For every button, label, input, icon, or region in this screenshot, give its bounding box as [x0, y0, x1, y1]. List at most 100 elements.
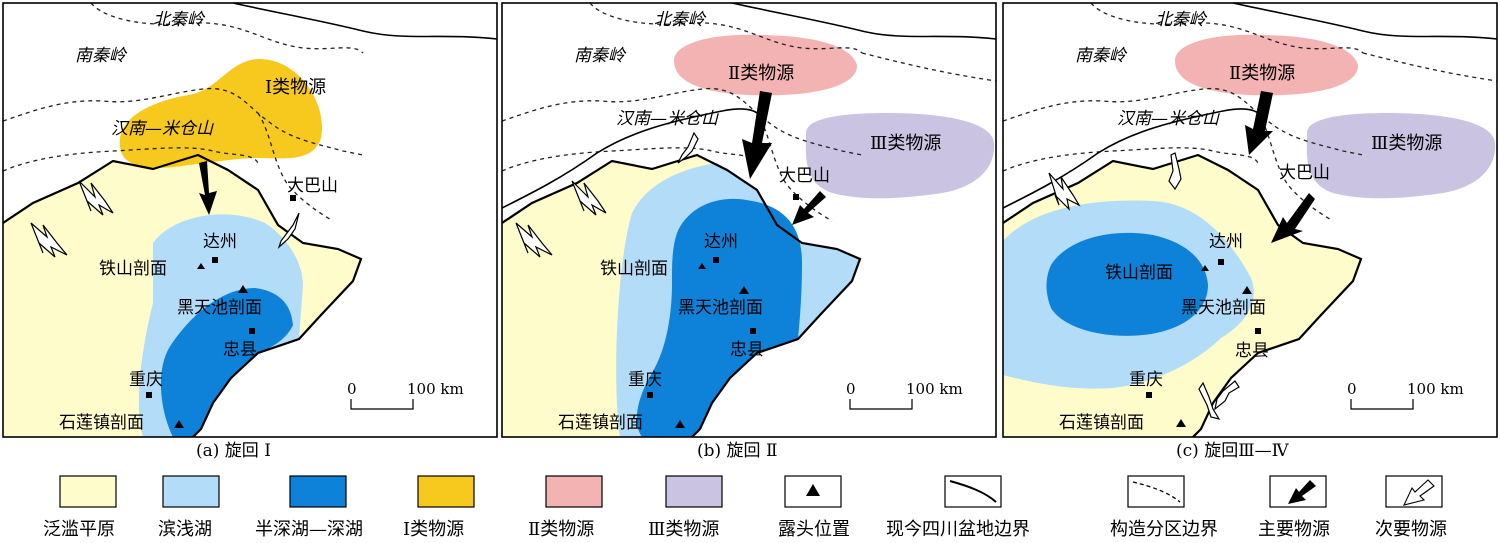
caption-c: (c) 旋回Ⅲ—Ⅳ	[1176, 441, 1290, 461]
shilianzhen-label: 石莲镇剖面	[558, 413, 643, 433]
tieshan-label: 铁山剖面	[600, 259, 668, 279]
scale-end: 100 km	[407, 380, 464, 398]
north-basin-line	[1003, 108, 1266, 209]
outcrop-triangle-icon	[174, 420, 184, 428]
zhongxian-marker	[249, 328, 255, 334]
source-2-swatch	[545, 475, 603, 508]
dabashan-label: 大巴山	[287, 176, 338, 196]
hannan-label: 汉南—米仓山	[111, 119, 214, 139]
tieshan-label: 铁山剖面	[1105, 263, 1173, 283]
outcrop-triangle-icon	[197, 263, 205, 269]
source-3-area	[1306, 113, 1496, 199]
north-qinling-label: 北秦岭	[153, 10, 206, 30]
legend: 泛滥平原 滨浅湖 半深湖—深湖 Ⅰ类物源 Ⅱ类物源 Ⅲ类物源 露头位置 现今四川…	[43, 475, 1447, 540]
tectonic-boundaries	[502, 3, 996, 222]
north-basin-line	[502, 108, 765, 209]
minor-source-arrow-icon	[30, 222, 68, 258]
chongqing-marker	[647, 392, 653, 398]
basin-boundary-swatch	[944, 475, 1002, 508]
minor-source-arrows	[30, 180, 300, 258]
deep-lake-area	[1046, 232, 1208, 336]
dabashan-marker	[290, 195, 296, 201]
outcrop-triangle-icon	[1201, 265, 1209, 271]
zhongxian-marker	[1255, 328, 1261, 334]
legend-label: 滨浅湖	[158, 519, 212, 540]
minor-source-arrow-icon	[515, 222, 553, 258]
shilianzhen-label: 石莲镇剖面	[1059, 413, 1144, 433]
legend-label: Ⅲ类物源	[648, 519, 719, 540]
major-source-arrow-icon	[199, 161, 217, 215]
outcrop-triangle-icon	[739, 286, 749, 294]
minor-source-arrow-icon	[78, 180, 114, 216]
heitianchi-label: 黑天池剖面	[177, 298, 262, 318]
source-3-label: Ⅲ类物源	[870, 133, 941, 154]
deep-lake-area	[160, 288, 293, 437]
scale-bar: 0 100 km	[1347, 380, 1464, 410]
major-source-arrow-icon	[792, 191, 826, 225]
source-1-area	[119, 58, 323, 168]
zhongxian-label: 忠县	[730, 340, 764, 360]
source-3-swatch	[665, 475, 723, 508]
source-2-label: Ⅱ类物源	[728, 63, 794, 84]
chongqing-label: 重庆	[1129, 370, 1163, 390]
major-source-arrow-icon	[742, 91, 772, 179]
south-qinling-label: 南秦岭	[574, 46, 627, 66]
source-2-label: Ⅱ类物源	[1229, 63, 1295, 84]
north-qinling-label: 北秦岭	[1155, 10, 1208, 30]
chongqing-label: 重庆	[628, 370, 662, 390]
caption-a: (a) 旋回 Ⅰ	[196, 441, 271, 461]
chongqing-marker	[146, 392, 152, 398]
dazhou-marker	[713, 257, 719, 263]
outcrop-triangle-icon	[1176, 419, 1186, 427]
basin-boundary	[3, 153, 363, 437]
shilianzhen-label: 石莲镇剖面	[59, 413, 144, 433]
deep-lake-swatch	[289, 475, 347, 508]
scale-zero: 0	[1347, 380, 1357, 398]
legend-label: 现今四川盆地边界	[886, 519, 1030, 540]
hannan-label: 汉南—米仓山	[1117, 109, 1220, 129]
chongqing-label: 重庆	[129, 370, 163, 390]
shallow-lake-swatch	[162, 475, 220, 508]
minor-source-arrow-icon	[1214, 380, 1240, 411]
minor-source-arrow-icon	[1048, 172, 1081, 211]
scale-zero: 0	[347, 380, 357, 398]
source-3-area	[805, 113, 995, 199]
outcrop-triangle-icon	[675, 420, 685, 428]
dazhou-label: 达州	[1209, 232, 1243, 252]
dazhou-label: 达州	[704, 232, 738, 252]
minor-source-arrow-icon	[1168, 152, 1182, 191]
source-3-label: Ⅲ类物源	[1371, 133, 1442, 154]
zhongxian-label: 忠县	[1235, 341, 1269, 361]
scale-zero: 0	[846, 380, 856, 398]
minor-source-arrow-icon	[1198, 381, 1221, 420]
caption-b: (b) 旋回 Ⅱ	[697, 441, 778, 461]
scale-bar: 0 100 km	[347, 380, 464, 410]
outcrop-triangle-icon	[1242, 286, 1252, 294]
legend-label: 泛滥平原	[43, 519, 115, 540]
heitianchi-label: 黑天池剖面	[678, 298, 763, 318]
legend-label: 露头位置	[778, 519, 850, 540]
outcrop-triangle-icon	[806, 484, 820, 496]
dazhou-marker	[1218, 259, 1224, 265]
basin-boundary	[502, 153, 862, 437]
zhongxian-label: 忠县	[223, 340, 257, 360]
floodplain-swatch	[59, 475, 117, 508]
major-source-arrow-icon	[1271, 193, 1315, 243]
legend-label: 构造分区边界	[1110, 519, 1218, 540]
panel-a: 北秦岭 南秦岭 Ⅰ类物源 汉南—米仓山 大巴山 达州 铁山剖面 黑天池剖面 忠县…	[2, 2, 498, 438]
source-1-label: Ⅰ类物源	[265, 77, 326, 98]
panel-frame	[1002, 2, 1498, 438]
heitianchi-label: 黑天池剖面	[1181, 298, 1266, 318]
source-2-area	[1175, 34, 1359, 96]
chongqing-marker	[1146, 392, 1152, 398]
dabashan-marker	[793, 194, 799, 200]
minor-source-arrow-icon	[277, 212, 300, 249]
south-qinling-label: 南秦岭	[75, 46, 128, 66]
tectonic-boundaries	[3, 3, 364, 222]
tieshan-label: 铁山剖面	[99, 259, 167, 279]
minor-source-arrows	[515, 131, 699, 258]
hannan-label: 汉南—米仓山	[616, 109, 719, 129]
dazhou-label: 达州	[203, 232, 237, 252]
north-boundary	[232, 3, 497, 40]
legend-label: Ⅱ类物源	[528, 519, 594, 540]
